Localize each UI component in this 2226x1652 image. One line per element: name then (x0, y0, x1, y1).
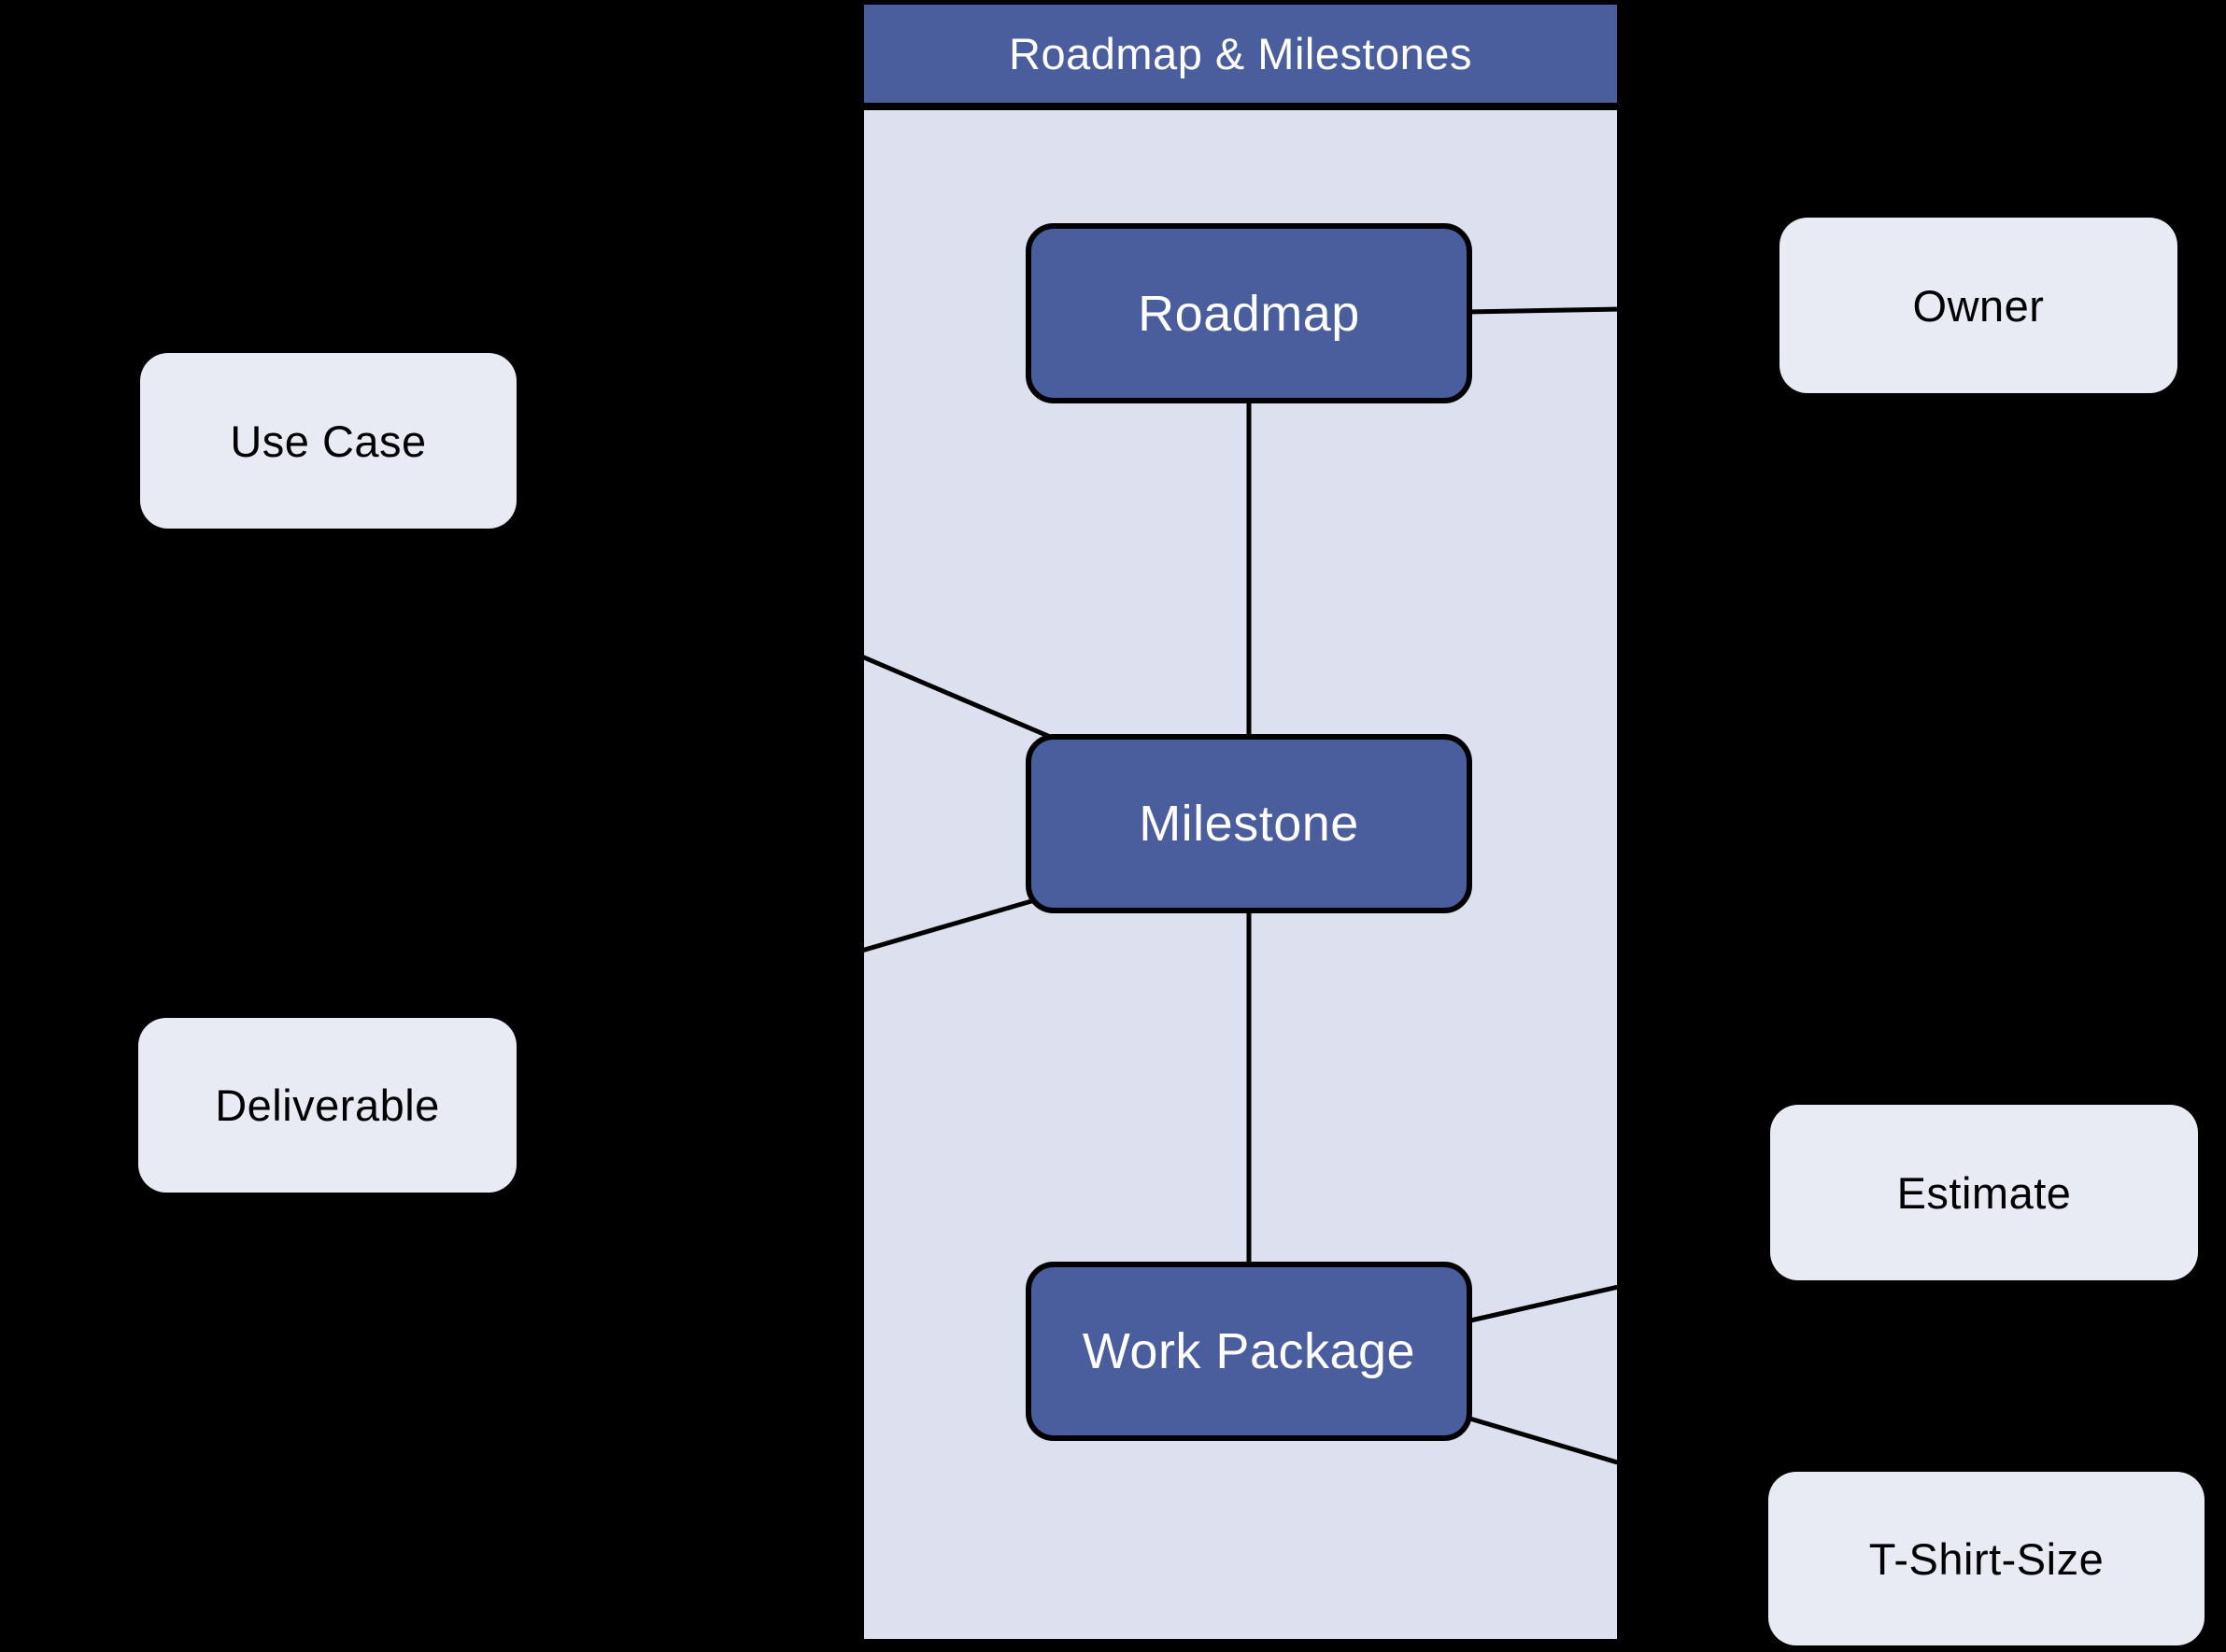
node-roadmap-label: Roadmap (1138, 285, 1360, 342)
node-use-case[interactable]: Use Case (140, 353, 517, 529)
node-t-shirt-size-label: T-Shirt-Size (1868, 1533, 2105, 1584)
group-frame-header[interactable]: Roadmap & Milestones (864, 5, 1617, 103)
node-owner[interactable]: Owner (1779, 218, 2177, 393)
node-work-package-label: Work Package (1082, 1323, 1416, 1379)
edge-deliverable-milestone (515, 890, 1061, 1054)
node-milestone[interactable]: Milestone (1026, 734, 1472, 913)
edge-use_case-milestone (515, 506, 1075, 750)
node-use-case-label: Use Case (230, 416, 427, 466)
node-work-package[interactable]: Work Package (1026, 1262, 1472, 1441)
node-owner-label: Owner (1912, 280, 2045, 331)
node-deliverable[interactable]: Deliverable (138, 1018, 517, 1193)
edge-work_package-t_shirt_size (1466, 1415, 1769, 1510)
node-roadmap[interactable]: Roadmap (1026, 223, 1472, 403)
node-estimate-label: Estimate (1896, 1167, 2072, 1218)
node-deliverable-label: Deliverable (215, 1080, 440, 1130)
node-milestone-label: Milestone (1139, 796, 1359, 852)
group-frame-title: Roadmap & Milestones (1009, 29, 1472, 78)
node-estimate[interactable]: Estimate (1770, 1105, 2198, 1280)
node-t-shirt-size[interactable]: T-Shirt-Size (1768, 1472, 2205, 1645)
edge-work_package-estimate (1466, 1250, 1771, 1324)
edge-roadmap-owner (1466, 304, 1780, 315)
